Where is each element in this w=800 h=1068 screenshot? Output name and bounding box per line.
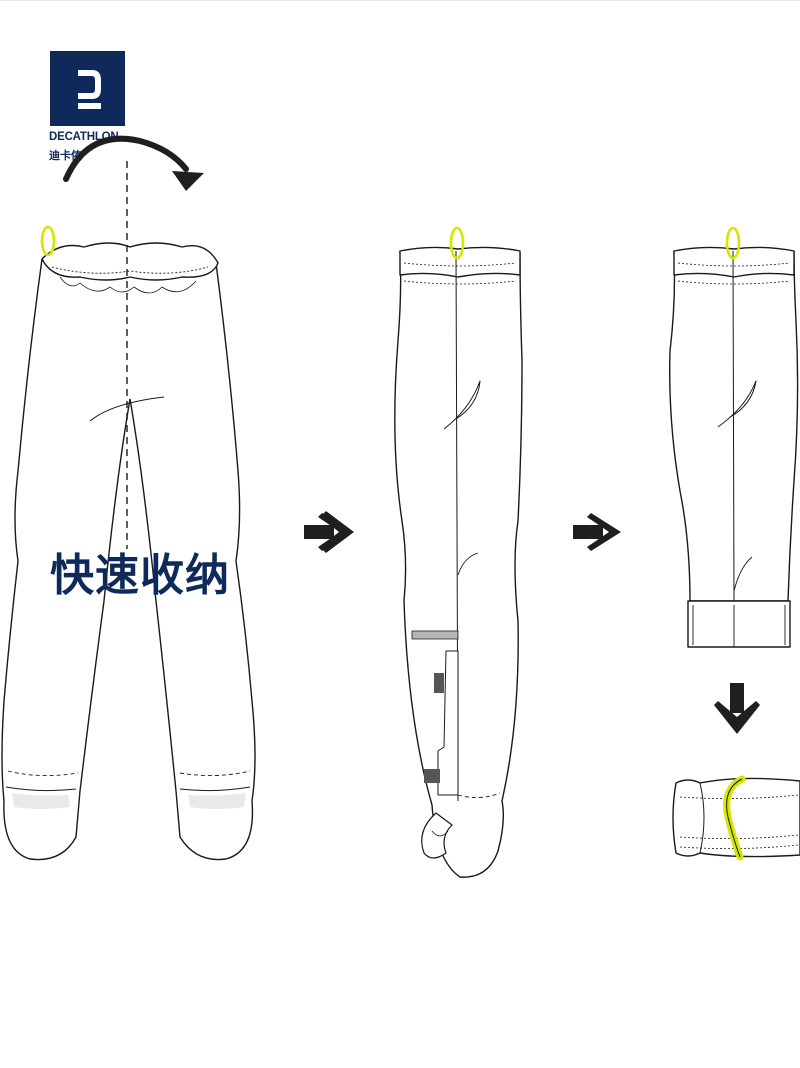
arrow-right-icon <box>304 511 354 553</box>
folded-waistband <box>400 247 520 277</box>
roll-waistband <box>674 247 794 277</box>
rolled-cuff <box>688 601 790 647</box>
pants-waistband <box>42 243 218 280</box>
curved-fold-arrow-icon <box>66 139 204 191</box>
pants-folded-flat <box>395 247 522 877</box>
arrow-down-icon <box>714 683 760 734</box>
pants-roll-started <box>670 247 798 647</box>
hang-loop-icon <box>42 227 54 255</box>
arrow-right-icon <box>573 513 621 551</box>
reflective-strip <box>412 631 458 639</box>
caption-quick-storage: 快速收纳 <box>50 539 230 603</box>
